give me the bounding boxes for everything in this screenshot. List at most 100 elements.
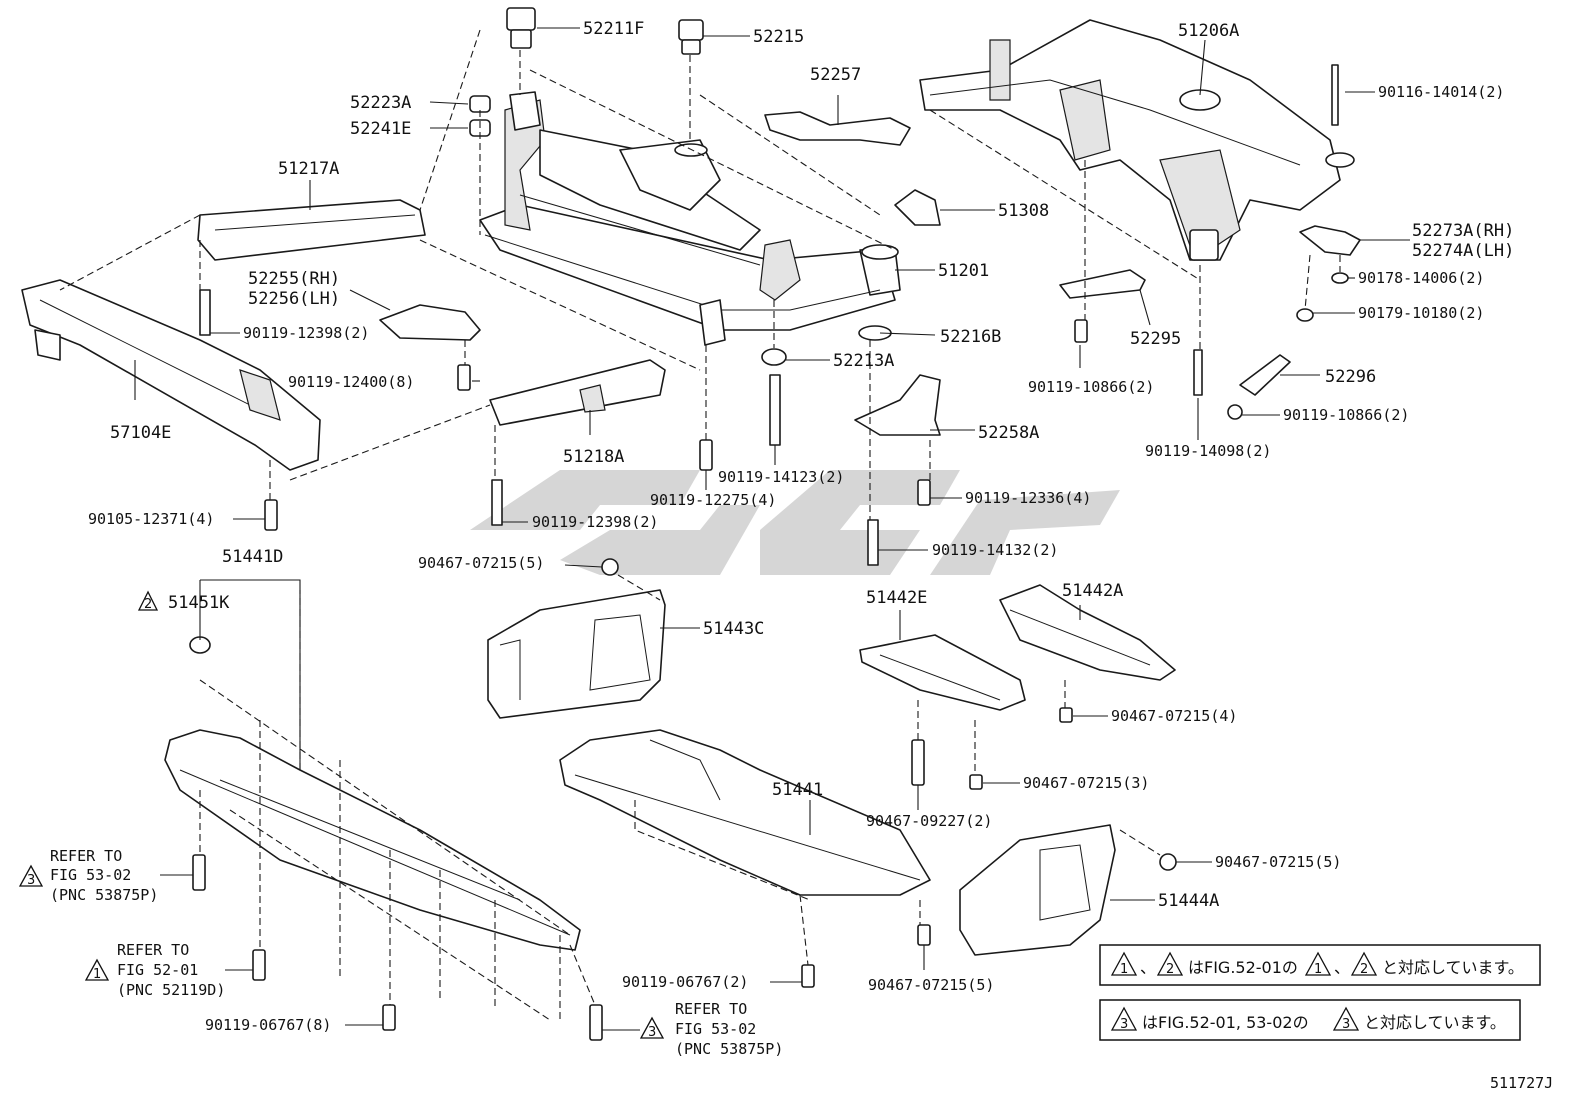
label-90119-10866-b[interactable]: 90119-10866(2)	[1283, 406, 1409, 424]
label-52255[interactable]: 52255(RH)	[248, 269, 340, 289]
label-51442E[interactable]: 51442E	[866, 588, 927, 608]
triangle-3-number: 3	[648, 1025, 656, 1040]
clip-90467-07215-5c	[917, 924, 931, 946]
triangle-2-number: 2	[144, 597, 152, 612]
refer-pnc-text: (PNC 53875P)	[50, 886, 158, 904]
label-90467-07215-5-b[interactable]: 90467-07215(5)	[1215, 853, 1341, 871]
label-52258A[interactable]: 52258A	[978, 423, 1039, 443]
triangle-1-number: 1	[93, 967, 101, 982]
label-52273A[interactable]: 52273A(RH)	[1412, 221, 1514, 241]
label-90119-06767-a[interactable]: 90119-06767(2)	[622, 973, 748, 991]
label-90119-14098[interactable]: 90119-14098(2)	[1145, 442, 1271, 460]
label-90467-07215-5-c[interactable]: 90467-07215(5)	[868, 976, 994, 994]
bolt-90119-06767b	[382, 1004, 396, 1031]
label-51217A[interactable]: 51217A	[278, 159, 339, 179]
triangle-2-marker	[1156, 951, 1184, 976]
label-52241E[interactable]: 52241E	[350, 119, 411, 139]
note-1-text: はFIG.52-01の	[1188, 958, 1298, 977]
label-51443C[interactable]: 51443C	[703, 619, 764, 639]
bolt-90119-14123	[769, 374, 781, 446]
label-90467-07215-4[interactable]: 90467-07215(4)	[1111, 707, 1237, 725]
nut-90178-14006	[1331, 272, 1349, 284]
bracket-52273A	[1299, 225, 1361, 256]
triangle-2-marker	[1350, 951, 1378, 976]
clip-90467-07215-5a	[601, 558, 619, 576]
refer-fig-text[interactable]: FIG 53-02	[675, 1020, 756, 1038]
front-crossmember-51201	[479, 91, 901, 346]
triangle-3-marker	[1110, 1006, 1138, 1031]
label-51206A[interactable]: 51206A	[1178, 21, 1239, 41]
triangle-1-marker	[1110, 951, 1138, 976]
cushion-52213A	[761, 348, 787, 366]
label-90119-12336[interactable]: 90119-12336(4)	[965, 489, 1091, 507]
label-51218A[interactable]: 51218A	[563, 447, 624, 467]
label-51201[interactable]: 51201	[938, 261, 989, 281]
label-90116-14014[interactable]: 90116-14014(2)	[1378, 83, 1504, 101]
triangle-3-number: 3	[27, 873, 35, 888]
label-57104E[interactable]: 57104E	[110, 423, 171, 443]
label-90467-07215-3[interactable]: 90467-07215(3)	[1023, 774, 1149, 792]
bracket-51308	[894, 189, 941, 226]
label-51442A[interactable]: 51442A	[1062, 581, 1123, 601]
nut-90179-10180	[1296, 308, 1314, 322]
label-90119-06767-b[interactable]: 90119-06767(8)	[205, 1016, 331, 1034]
triangle-2-number: 2	[1360, 962, 1368, 977]
label-90467-07215-5-a[interactable]: 90467-07215(5)	[418, 554, 544, 572]
triangle-3-marker	[18, 864, 44, 887]
label-52295[interactable]: 52295	[1130, 329, 1181, 349]
bolt-90119-14098	[1193, 349, 1203, 396]
label-52223A[interactable]: 52223A	[350, 93, 411, 113]
label-90119-14123[interactable]: 90119-14123(2)	[718, 468, 844, 486]
bolt-ref-52119D	[252, 949, 266, 981]
bracket-52258A	[854, 374, 941, 436]
support-57104E	[21, 279, 321, 471]
label-90179-10180[interactable]: 90179-10180(2)	[1358, 304, 1484, 322]
bolt-90119-12400	[457, 364, 471, 391]
undercover-51441D	[164, 729, 581, 951]
note-box-2: 3 はFIG.52-01, 53-02の 3 と対応しています。	[1099, 999, 1521, 1041]
label-52257[interactable]: 52257	[810, 65, 861, 85]
label-90119-12398-a[interactable]: 90119-12398(2)	[243, 324, 369, 342]
refer-to-text: REFER TO	[117, 941, 189, 959]
label-51441[interactable]: 51441	[772, 780, 823, 800]
bolt-90119-10866a	[1074, 319, 1088, 343]
label-90119-10866-a[interactable]: 90119-10866(2)	[1028, 378, 1154, 396]
label-90119-12400[interactable]: 90119-12400(8)	[288, 373, 414, 391]
label-52296[interactable]: 52296	[1325, 367, 1376, 387]
label-90467-09227[interactable]: 90467-09227(2)	[866, 812, 992, 830]
label-52256[interactable]: 52256(LH)	[248, 289, 340, 309]
refer-to-text: REFER TO	[50, 847, 122, 865]
refer-fig-text[interactable]: FIG 53-02	[50, 866, 131, 884]
label-52274A[interactable]: 52274A(LH)	[1412, 241, 1514, 261]
label-90119-12398-b[interactable]: 90119-12398(2)	[532, 513, 658, 531]
bolt-90119-06767a	[801, 964, 815, 988]
label-51444A[interactable]: 51444A	[1158, 891, 1219, 911]
label-51451K[interactable]: 51451K	[168, 593, 230, 613]
member-51217A	[197, 199, 426, 261]
label-51441D[interactable]: 51441D	[222, 547, 283, 567]
label-90105-12371[interactable]: 90105-12371(4)	[88, 510, 214, 528]
label-90178-14006[interactable]: 90178-14006(2)	[1358, 269, 1484, 287]
label-52213A[interactable]: 52213A	[833, 351, 894, 371]
bolt-90119-14132	[867, 519, 879, 566]
figure-id: 511727J	[1490, 1074, 1553, 1092]
triangle-1-marker	[84, 958, 110, 981]
label-52216B[interactable]: 52216B	[940, 327, 1001, 347]
bolt-90119-12398a	[199, 289, 211, 336]
triangle-3-marker	[1332, 1006, 1360, 1031]
cover-51442E	[859, 634, 1026, 711]
label-51308[interactable]: 51308	[998, 201, 1049, 221]
note-separator: 、	[1140, 958, 1156, 977]
refer-fig-text[interactable]: FIG 52-01	[117, 961, 198, 979]
label-90119-14132[interactable]: 90119-14132(2)	[932, 541, 1058, 559]
triangle-2-number: 2	[1166, 962, 1174, 977]
cover-51443C	[487, 589, 666, 719]
bolt-90119-10866b	[1227, 404, 1243, 420]
bolt-90119-12275	[699, 439, 713, 471]
label-52211F[interactable]: 52211F	[583, 19, 644, 39]
label-52215[interactable]: 52215	[753, 27, 804, 47]
refer-pnc-text: (PNC 52119D)	[117, 981, 225, 999]
note-2-end-text: と対応しています。	[1364, 1013, 1506, 1032]
label-90119-12275[interactable]: 90119-12275(4)	[650, 491, 776, 509]
